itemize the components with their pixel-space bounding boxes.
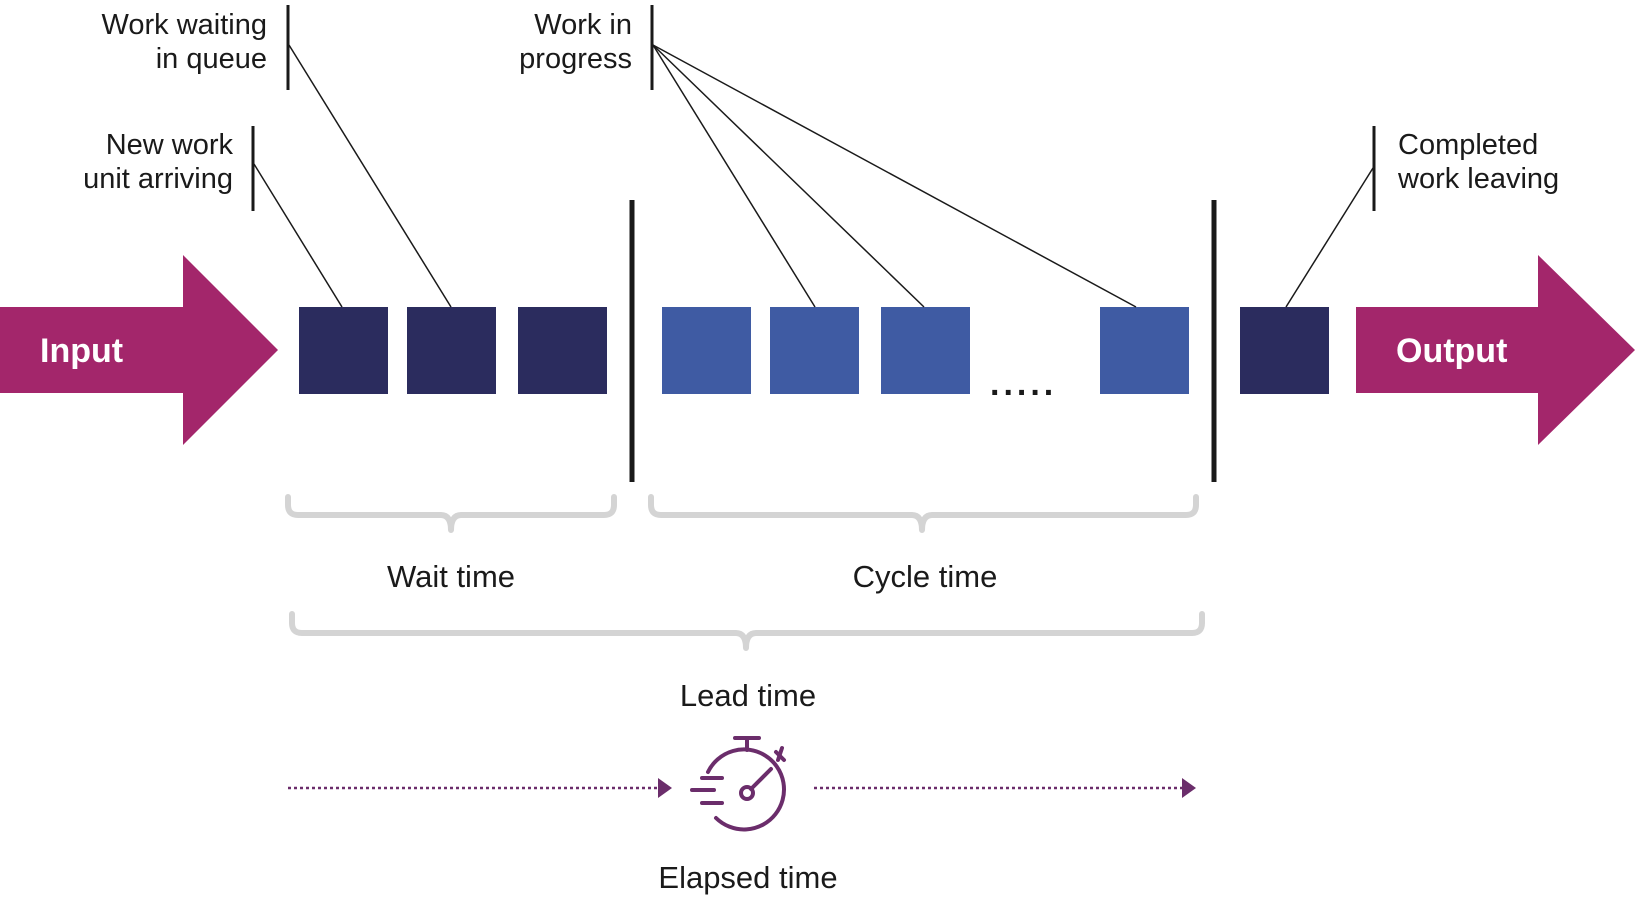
completed-line1: Completed: [1398, 129, 1538, 161]
elapsed-time-label: Elapsed time: [658, 860, 837, 895]
output-label: Output: [1396, 332, 1507, 370]
wip-box-2: [770, 307, 859, 394]
lead-time-brace-shape: [289, 611, 1205, 651]
queue-boxes: [299, 307, 607, 394]
output-arrow: Output: [1356, 255, 1635, 445]
elapsed-timeline: Elapsed time: [288, 736, 1196, 895]
waiting-line1: Work waiting: [102, 9, 267, 41]
queue-box-2: [407, 307, 496, 394]
annotation-new-work: New work unit arriving: [83, 126, 343, 308]
waiting-leader: [288, 44, 452, 308]
stopwatch-icon: [690, 736, 786, 832]
annotation-waiting: Work waiting in queue: [102, 5, 452, 308]
wip-box-1: [662, 307, 751, 394]
ellipsis-dots: .....: [990, 365, 1057, 403]
input-label: Input: [40, 332, 123, 370]
waiting-line2: in queue: [156, 43, 267, 75]
input-arrow: Input: [0, 255, 278, 445]
wip-box-4: [1100, 307, 1189, 394]
cycle-time-brace: Cycle time: [648, 494, 1199, 594]
cycle-time-brace-shape: [648, 494, 1199, 533]
completed-box: [1240, 307, 1329, 394]
wip-boxes: .....: [662, 307, 1189, 403]
timeline-left-arrowhead: [658, 778, 672, 798]
wip-leader-2: [652, 44, 925, 308]
lead-time-brace: Lead time: [289, 611, 1205, 713]
cycle-time-label: Cycle time: [853, 559, 998, 594]
wait-time-brace-shape: [285, 494, 617, 533]
output-arrow-shape: [1356, 255, 1635, 445]
wip-line2: progress: [519, 43, 632, 75]
completed-leader: [1285, 167, 1374, 308]
wip-leader-3: [652, 44, 1137, 308]
input-arrow-shape: [0, 255, 278, 445]
lead-time-label: Lead time: [680, 678, 816, 713]
wip-leader-1: [652, 44, 816, 308]
queue-box-1: [299, 307, 388, 394]
new-work-line2: unit arriving: [83, 163, 233, 195]
wip-box-3: [881, 307, 970, 394]
wip-line1: Work in: [534, 9, 632, 41]
completed-line2: work leaving: [1397, 163, 1559, 195]
new-work-line1: New work: [106, 129, 234, 161]
wait-time-label: Wait time: [387, 559, 515, 594]
annotation-wip: Work in progress: [519, 5, 1137, 308]
queue-box-3: [518, 307, 607, 394]
annotation-completed: Completed work leaving: [1285, 126, 1559, 308]
timeline-right-arrowhead: [1182, 778, 1196, 798]
new-work-leader: [253, 163, 343, 308]
wait-time-brace: Wait time: [285, 494, 617, 594]
